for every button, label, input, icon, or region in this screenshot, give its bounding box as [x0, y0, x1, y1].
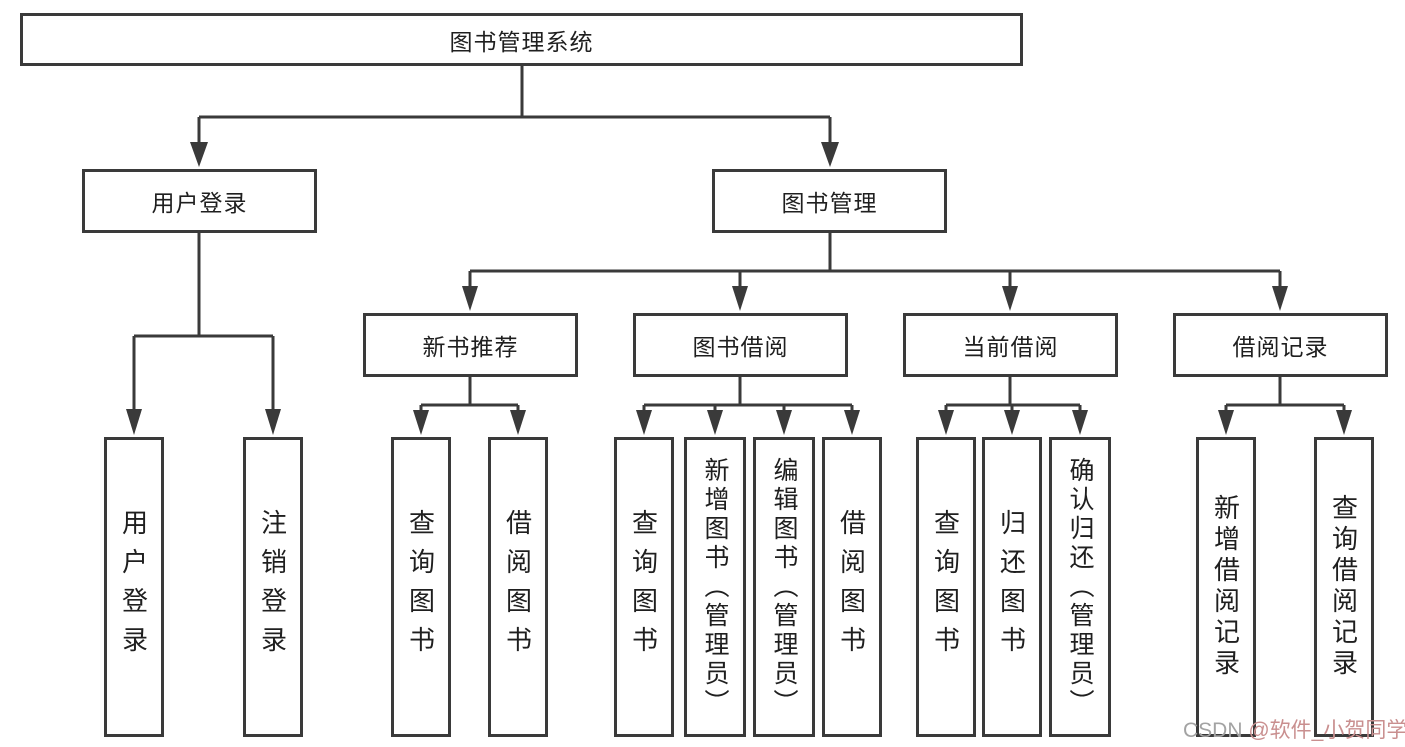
leaf-query-book-3: 查询图书 [916, 437, 976, 737]
leaf-borrow-book-1: 借阅图书 [488, 437, 548, 737]
leaf-query-borrow-record: 查询借阅记录 [1314, 437, 1374, 737]
node-book-management: 图书管理 [712, 169, 947, 233]
leaf-add-borrow-record: 新增借阅记录 [1196, 437, 1256, 737]
leaf-add-book-admin: 新增图书（管理员） [684, 437, 746, 737]
leaf-user-login: 用户登录 [104, 437, 164, 737]
leaf-confirm-return-admin: 确认归还（管理员） [1049, 437, 1111, 737]
leaf-return-book: 归还图书 [982, 437, 1042, 737]
node-library-system: 图书管理系统 [20, 13, 1023, 66]
leaf-logout: 注销登录 [243, 437, 303, 737]
leaf-edit-book-admin: 编辑图书（管理员） [753, 437, 815, 737]
node-new-book-recommend: 新书推荐 [363, 313, 578, 377]
watermark: CSDN @软件_小贺同学 [1183, 714, 1405, 744]
watermark-brand: CSDN [1183, 719, 1249, 742]
node-current-borrow: 当前借阅 [903, 313, 1118, 377]
node-user-login: 用户登录 [82, 169, 317, 233]
watermark-handle: @软件_小贺同学 [1248, 719, 1405, 742]
leaf-borrow-book-2: 借阅图书 [822, 437, 882, 737]
node-borrow-records: 借阅记录 [1173, 313, 1388, 377]
leaf-query-book-2: 查询图书 [614, 437, 674, 737]
leaf-query-book-1: 查询图书 [391, 437, 451, 737]
node-book-borrow: 图书借阅 [633, 313, 848, 377]
